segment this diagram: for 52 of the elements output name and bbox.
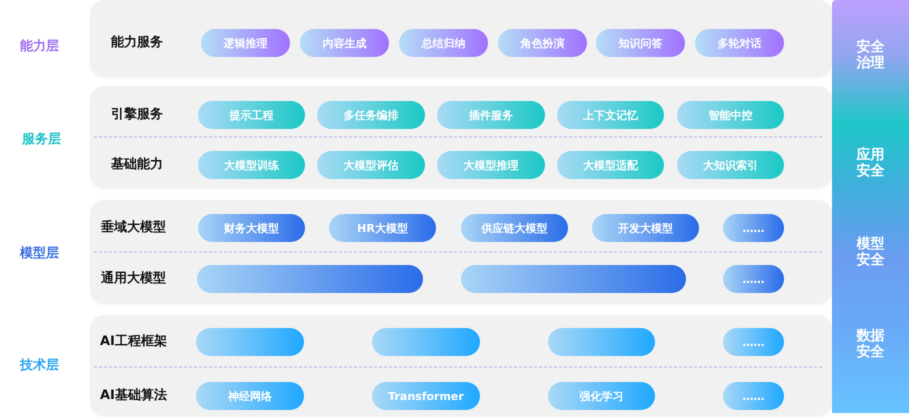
module-chip: HR大模型 [329, 214, 436, 242]
row-heading: 引擎服务 [111, 107, 163, 123]
layer-panel [90, 200, 832, 304]
sidebar-label: 模型安全 [855, 236, 886, 268]
sidebar-label: 数据安全 [855, 328, 886, 360]
row-heading: 通用大模型 [101, 271, 166, 287]
layer-panel [90, 86, 832, 188]
module-chip: 多任务编排 [317, 101, 425, 129]
blank-chip [372, 328, 480, 356]
layer-panel [90, 315, 832, 416]
module-chip: 智能中控 [677, 101, 784, 129]
layer-label: 能力层 [20, 39, 59, 55]
module-chip: Transformer [372, 382, 480, 410]
module-chip: 逻辑推理 [201, 29, 290, 57]
module-chip: 角色扮演 [498, 29, 587, 57]
module-chip: 开发大模型 [592, 214, 699, 242]
layer-label: 模型层 [20, 246, 59, 262]
row-heading: 基础能力 [111, 157, 163, 173]
module-chip: 上下文记忆 [557, 101, 664, 129]
row-heading: 能力服务 [111, 35, 163, 51]
module-chip: 财务大模型 [198, 214, 305, 242]
layer-label: 服务层 [22, 132, 61, 148]
blank-chip [197, 265, 423, 293]
module-chip: 大知识索引 [677, 151, 784, 179]
blank-chip [196, 328, 304, 356]
blank-chip [461, 265, 686, 293]
module-chip: 多轮对话 [695, 29, 784, 57]
layer-panel [90, 0, 832, 77]
module-chip: 知识问答 [596, 29, 685, 57]
module-chip: 强化学习 [548, 382, 655, 410]
module-chip: 提示工程 [198, 101, 305, 129]
module-chip: 总结归纳 [399, 29, 488, 57]
module-chip: …… [723, 328, 784, 356]
module-chip: 供应链大模型 [461, 214, 568, 242]
sidebar-label: 安全治理 [856, 38, 886, 72]
module-chip: 大模型训练 [198, 151, 305, 179]
security-sidebar [832, 0, 909, 413]
module-chip: 大模型评估 [317, 151, 425, 179]
module-chip: 插件服务 [437, 101, 545, 129]
row-heading: 垂域大模型 [101, 220, 166, 236]
sidebar-label: 应用安全 [855, 146, 886, 180]
blank-chip [548, 328, 655, 356]
module-chip: …… [723, 265, 784, 293]
module-chip: 大模型推理 [437, 151, 545, 179]
row-heading: AI基础算法 [100, 388, 167, 404]
module-chip: 内容生成 [300, 29, 389, 57]
module-chip: …… [723, 382, 784, 410]
module-chip: 大模型适配 [557, 151, 664, 179]
row-heading: AI工程框架 [100, 334, 167, 350]
layer-label: 技术层 [20, 358, 59, 374]
module-chip: …… [723, 214, 784, 242]
module-chip: 神经网络 [196, 382, 304, 410]
